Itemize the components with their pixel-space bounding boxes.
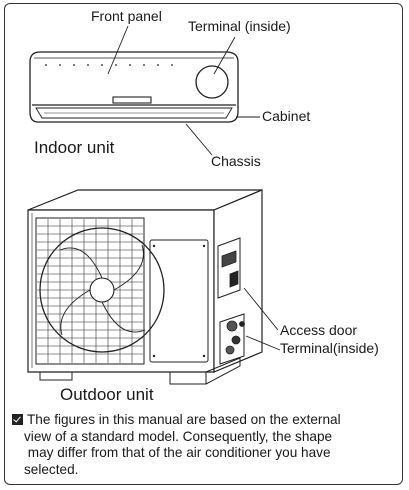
figure-frame <box>4 3 403 485</box>
indoor-terminal-label: Terminal (inside) <box>188 18 291 34</box>
outdoor-terminal-label: Terminal(inside) <box>280 340 379 356</box>
note-line-1: The figures in this manual are based on … <box>12 412 397 429</box>
outdoor-unit-title: Outdoor unit <box>60 385 154 404</box>
note-line-4: selected. <box>24 461 79 477</box>
outdoor-unit-drawing <box>27 189 281 385</box>
note-line-2: view of a standard model. Consequently, … <box>24 428 333 444</box>
chassis-label: Chassis <box>211 153 261 169</box>
indoor-unit-title: Indoor unit <box>34 138 115 157</box>
indoor-unit-drawing <box>29 25 260 156</box>
note-text-1: The figures in this manual are based on … <box>27 412 341 427</box>
cabinet-label: Cabinet <box>262 108 311 124</box>
access-door-label: Access door <box>280 322 358 338</box>
note-line-3: may differ from that of the air conditio… <box>24 445 331 460</box>
checkbox-icon <box>12 414 23 425</box>
disclaimer-note: The figures in this manual are based on … <box>12 412 397 478</box>
front-panel-label: Front panel <box>91 8 162 24</box>
